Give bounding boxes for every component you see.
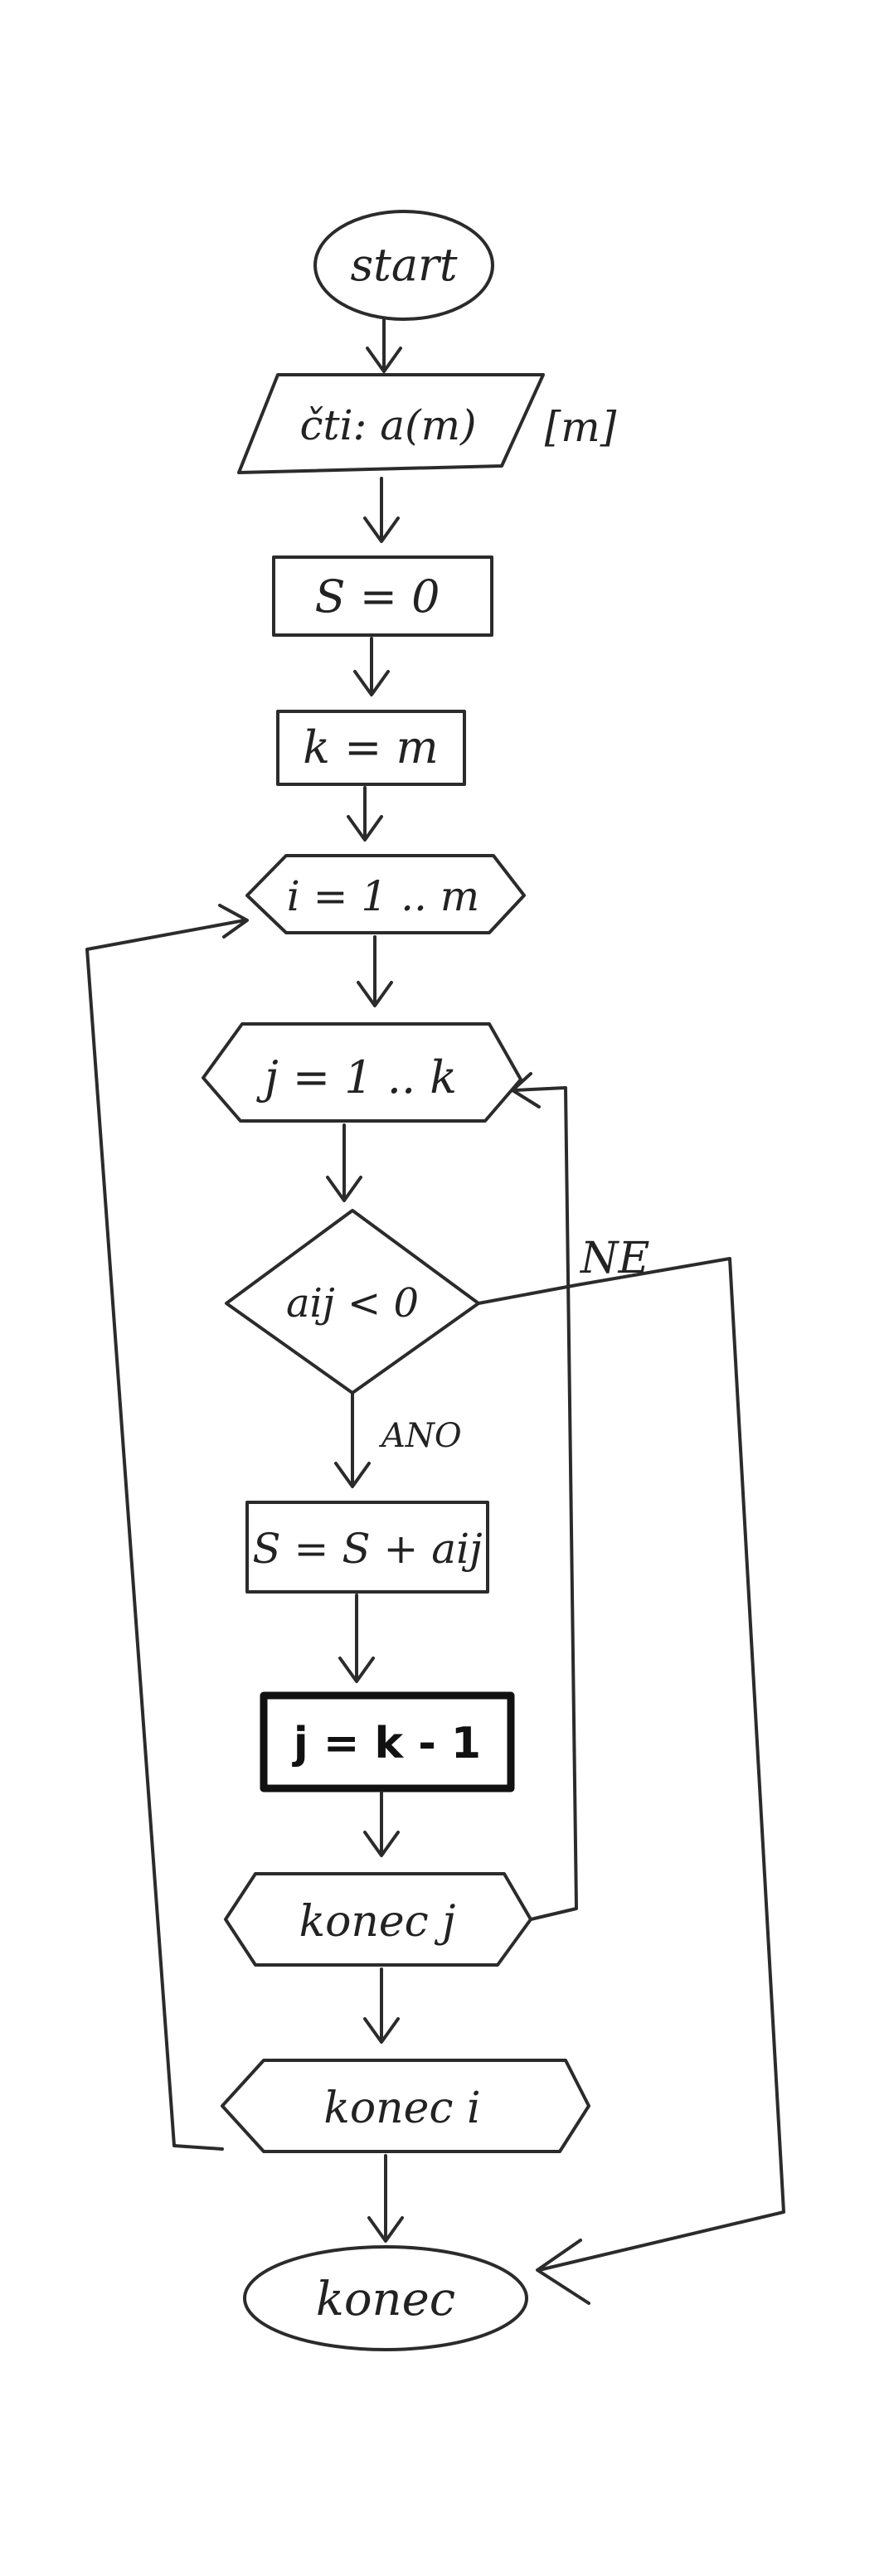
start-label: start: [350, 239, 457, 291]
arrow-end-j-to-end-i: [363, 1967, 400, 2044]
no-label: NE: [579, 1234, 650, 1283]
start-node: start: [313, 210, 494, 321]
arrow-cond-yes: [334, 1393, 371, 1488]
k-init-label: k = m: [303, 721, 439, 774]
condition-node: aij < 0: [225, 1209, 480, 1395]
arrow-cond-no-to-end: [477, 1257, 785, 2305]
arrow-loop-j-to-cond: [326, 1123, 362, 1202]
s-add-label: S = S + aij: [252, 1525, 482, 1573]
read-input-node: čti: a(m) [m]: [237, 373, 617, 474]
loop-i-node: i = 1 .. m: [245, 854, 526, 934]
s-init-label: S = 0: [315, 570, 440, 623]
arrow-loop-i-to-loop-j: [357, 935, 393, 1007]
k-init-node: k = m: [276, 710, 466, 786]
read-extra-label: [m]: [545, 403, 617, 451]
loop-j-label: j = 1 .. k: [256, 1051, 457, 1104]
loop-j-node: j = 1 .. k: [202, 1022, 522, 1123]
read-input-label: čti: a(m): [299, 401, 476, 449]
condition-label: aij < 0: [286, 1280, 419, 1327]
s-add-node: S = S + aij: [245, 1501, 489, 1594]
arrow-end-i-to-end: [367, 2154, 404, 2243]
end-j-label: konec j: [299, 1897, 456, 1947]
s-init-node: S = 0: [272, 555, 493, 637]
end-j-node: konec j: [224, 1872, 532, 1967]
j-set-label: j = k - 1: [292, 1719, 481, 1768]
loop-i-label: i = 1 .. m: [287, 872, 479, 920]
end-i-label: konec i: [323, 2084, 480, 2133]
arrow-end-i-to-loop-i: [85, 904, 249, 2151]
j-set-node: j = k - 1: [260, 1691, 515, 1793]
arrow-j-set-to-end-j: [363, 1791, 400, 1857]
arrow-read-to-s-init: [363, 477, 400, 543]
end-label: konec: [316, 2273, 455, 2326]
arrow-k-init-to-loop-i: [347, 786, 383, 842]
arrow-s-init-to-k-init: [353, 637, 390, 696]
yes-label: ANO: [378, 1417, 462, 1455]
arrow-s-add-to-j-set: [338, 1594, 375, 1683]
arrow-start-to-read: [366, 317, 402, 373]
end-node: konec: [243, 2245, 528, 2351]
arrow-end-j-to-loop-j: [511, 1072, 578, 1921]
end-i-node: konec i: [221, 2059, 590, 2153]
